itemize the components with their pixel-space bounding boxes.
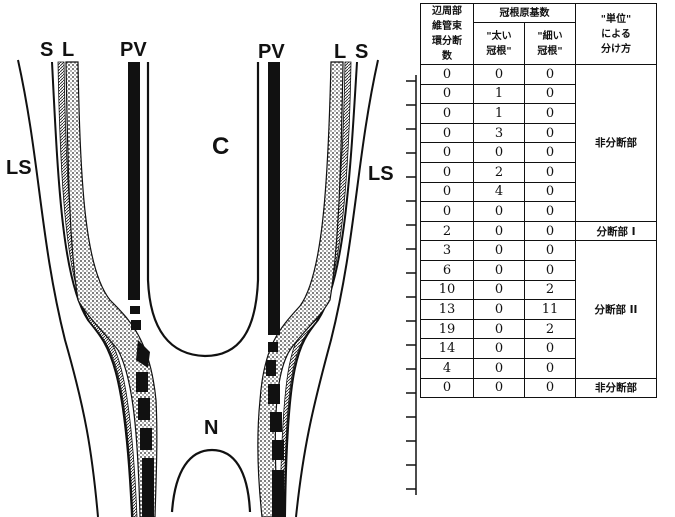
cell-thick: 0 bbox=[474, 300, 525, 320]
cell-thick: 0 bbox=[474, 260, 525, 280]
table-row: 000非分断部 bbox=[421, 378, 657, 398]
header-primordia-count: 冠根原基数 bbox=[474, 4, 576, 23]
label-ls-left: LS bbox=[6, 157, 32, 179]
pv-strand-left bbox=[128, 62, 140, 300]
cell-split: 0 bbox=[421, 143, 474, 163]
header-thin-l2: 冠根" bbox=[525, 44, 575, 59]
cell-split: 0 bbox=[421, 202, 474, 222]
cell-thin: 0 bbox=[525, 65, 576, 85]
cell-split: 2 bbox=[421, 221, 474, 241]
cell-thick: 0 bbox=[474, 202, 525, 222]
cell-thin: 0 bbox=[525, 104, 576, 124]
cell-split: 6 bbox=[421, 260, 474, 280]
cell-thick: 0 bbox=[474, 339, 525, 359]
cell-thin: 0 bbox=[525, 221, 576, 241]
header-bundle-split-l4: 数 bbox=[421, 49, 473, 64]
label-n: N bbox=[204, 417, 218, 439]
primordia-table: 辺周部 維管束 環分断 数 冠根原基数 "単位" による 分け方 "太い 冠根"… bbox=[420, 3, 657, 398]
label-pv-left: PV bbox=[120, 39, 147, 61]
label-s-right: S bbox=[355, 41, 368, 63]
header-thin-root: "細い 冠根" bbox=[525, 23, 576, 65]
n-arc bbox=[172, 450, 250, 512]
cell-thin: 0 bbox=[525, 162, 576, 182]
cell-split: 0 bbox=[421, 104, 474, 124]
cell-thin: 0 bbox=[525, 339, 576, 359]
cell-split: 19 bbox=[421, 319, 474, 339]
label-pv-right: PV bbox=[258, 41, 285, 63]
cell-split: 0 bbox=[421, 123, 474, 143]
cell-thin: 0 bbox=[525, 358, 576, 378]
header-unit-l3: 分け方 bbox=[576, 42, 656, 57]
header-thick-l1: "太い bbox=[474, 29, 524, 44]
label-ls-right: LS bbox=[368, 163, 394, 185]
cell-thin: 0 bbox=[525, 260, 576, 280]
cell-split: 3 bbox=[421, 241, 474, 261]
label-c: C bbox=[212, 133, 229, 160]
cell-thick: 0 bbox=[474, 241, 525, 261]
header-unit-l1: "単位" bbox=[576, 12, 656, 27]
label-l-left: L bbox=[62, 39, 74, 61]
cell-thick: 0 bbox=[474, 221, 525, 241]
cell-thin: 0 bbox=[525, 182, 576, 202]
unit-split-2: 分断部 II bbox=[576, 241, 657, 378]
cell-split: 4 bbox=[421, 358, 474, 378]
header-unit-l2: による bbox=[576, 27, 656, 42]
label-l-right: L bbox=[334, 41, 346, 63]
cell-split: 10 bbox=[421, 280, 474, 300]
header-bundle-split-l3: 環分断 bbox=[421, 34, 473, 49]
cell-thin: 0 bbox=[525, 123, 576, 143]
cell-split: 0 bbox=[421, 65, 474, 85]
cell-split: 0 bbox=[421, 378, 474, 398]
header-bundle-split-l1: 辺周部 bbox=[421, 4, 473, 19]
cell-thin: 2 bbox=[525, 319, 576, 339]
unit-non-split-1: 非分断部 bbox=[576, 65, 657, 222]
label-s-left: S bbox=[40, 39, 53, 61]
header-bundle-split: 辺周部 維管束 環分断 数 bbox=[421, 4, 474, 65]
depth-tick-axis bbox=[402, 75, 422, 495]
cell-thick: 2 bbox=[474, 162, 525, 182]
cell-thick: 1 bbox=[474, 104, 525, 124]
cell-thick: 3 bbox=[474, 123, 525, 143]
unit-non-split-2: 非分断部 bbox=[576, 378, 657, 398]
header-unit-method: "単位" による 分け方 bbox=[576, 4, 657, 65]
cell-thin: 0 bbox=[525, 202, 576, 222]
cell-thick: 1 bbox=[474, 84, 525, 104]
cell-thick: 0 bbox=[474, 319, 525, 339]
cell-thick: 0 bbox=[474, 65, 525, 85]
cell-thick: 0 bbox=[474, 280, 525, 300]
header-thick-root: "太い 冠根" bbox=[474, 23, 525, 65]
cell-split: 0 bbox=[421, 182, 474, 202]
cell-thin: 11 bbox=[525, 300, 576, 320]
central-cavity-outline bbox=[148, 62, 258, 356]
cell-thick: 4 bbox=[474, 182, 525, 202]
cell-split: 13 bbox=[421, 300, 474, 320]
cell-thin: 0 bbox=[525, 84, 576, 104]
header-thick-l2: 冠根" bbox=[474, 44, 524, 59]
cell-split: 0 bbox=[421, 162, 474, 182]
pv-strand-right bbox=[268, 62, 280, 335]
cell-thick: 0 bbox=[474, 143, 525, 163]
unit-split-1: 分断部 I bbox=[576, 221, 657, 241]
cell-thick: 0 bbox=[474, 378, 525, 398]
tick-marks bbox=[406, 81, 416, 489]
header-bundle-split-l2: 維管束 bbox=[421, 19, 473, 34]
cell-thin: 2 bbox=[525, 280, 576, 300]
longitudinal-section-diagram: S L PV PV L S LS LS C N bbox=[0, 0, 400, 517]
cell-thin: 0 bbox=[525, 378, 576, 398]
cell-split: 0 bbox=[421, 84, 474, 104]
header-thin-l1: "細い bbox=[525, 29, 575, 44]
cell-split: 14 bbox=[421, 339, 474, 359]
cell-thin: 0 bbox=[525, 143, 576, 163]
cell-thick: 0 bbox=[474, 358, 525, 378]
cell-thin: 0 bbox=[525, 241, 576, 261]
